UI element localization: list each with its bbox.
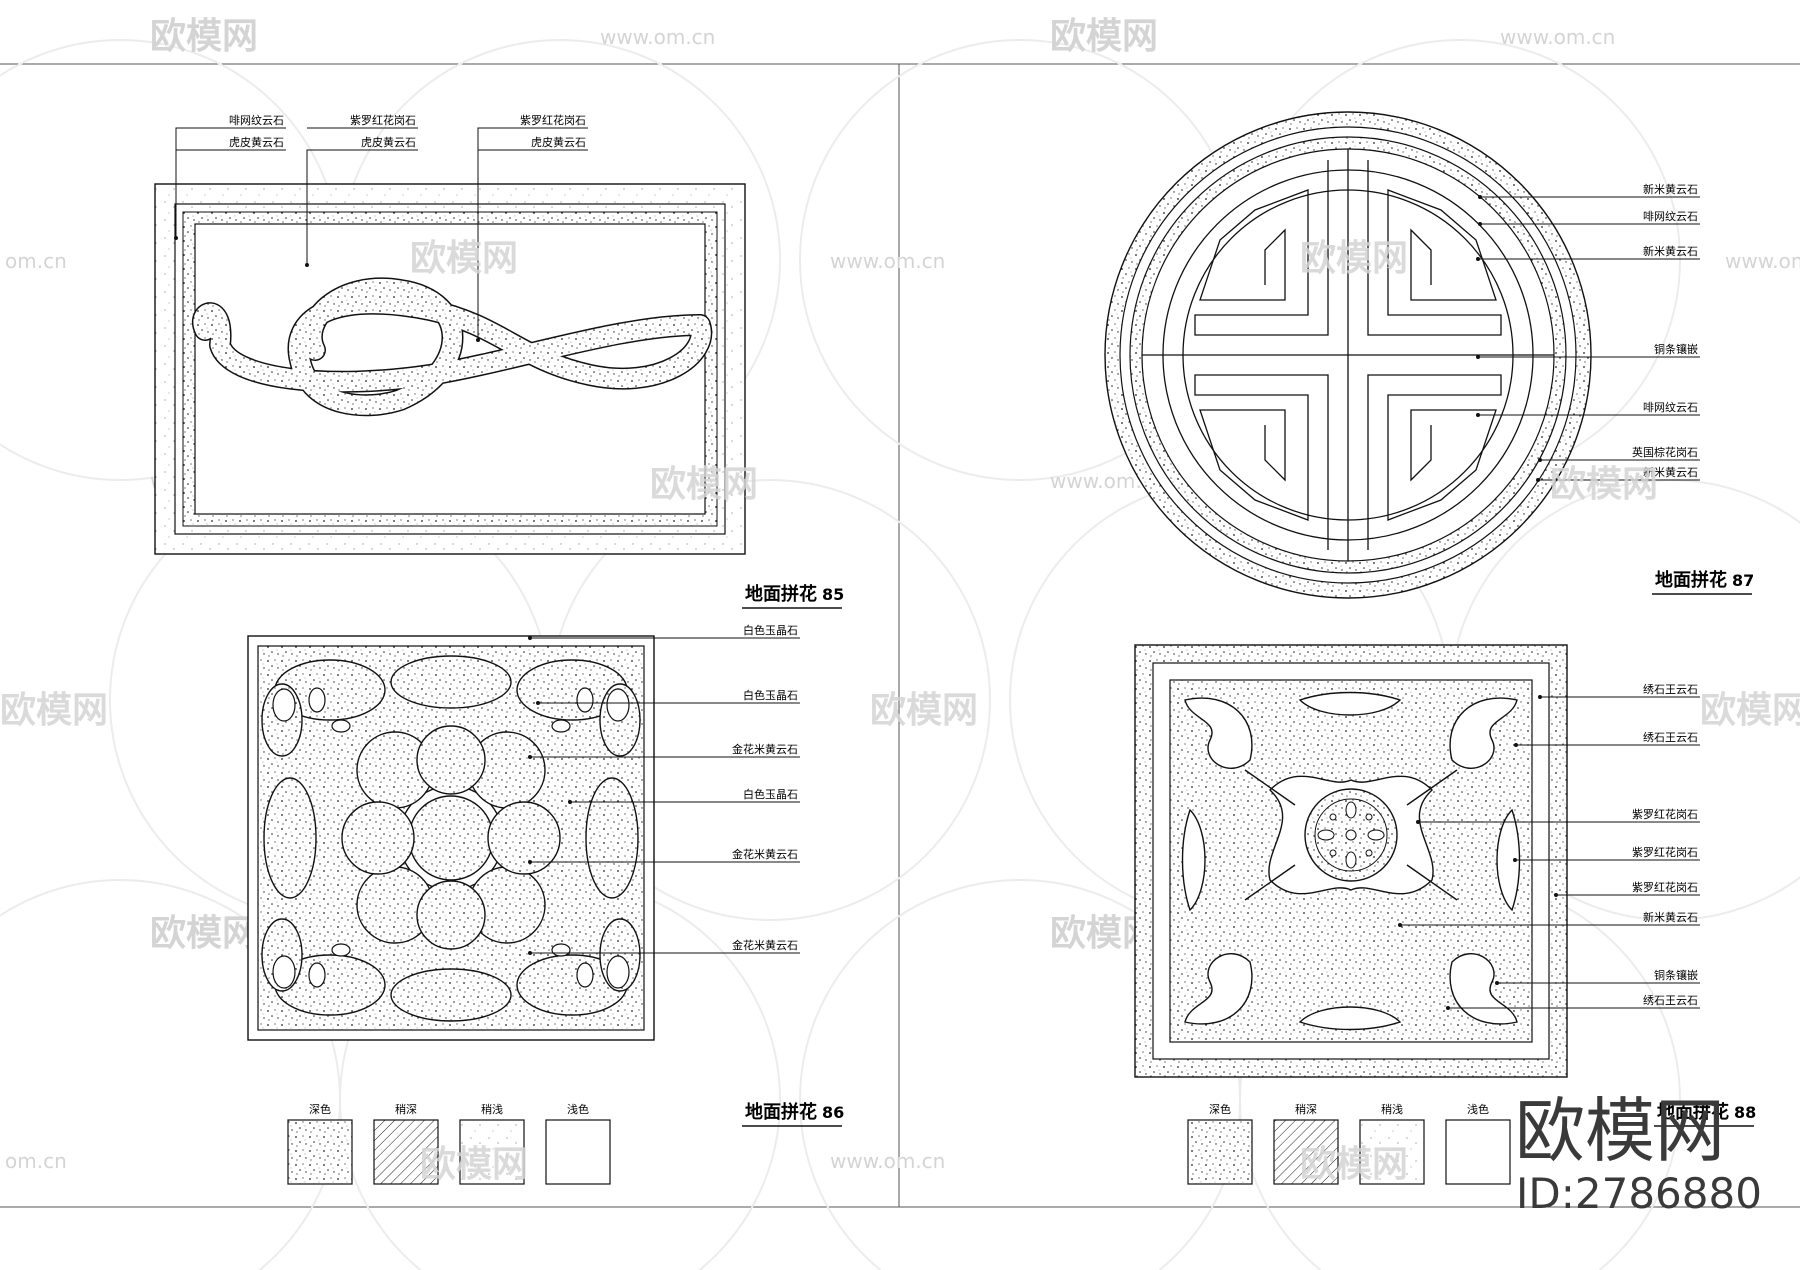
- sheet-frame: [0, 63, 1800, 1208]
- svg-text:www.om.cn: www.om.cn: [830, 249, 945, 273]
- panel-88-number: 88: [1734, 1103, 1756, 1122]
- svg-text:紫罗红花岗石: 紫罗红花岗石: [1632, 808, 1698, 821]
- panel-85-title: 地面拼花: [745, 583, 817, 605]
- panel-87-number: 87: [1732, 571, 1754, 590]
- svg-text:紫罗红花岗石: 紫罗红花岗石: [1632, 846, 1698, 859]
- svg-text:稍浅: 稍浅: [1381, 1102, 1403, 1116]
- svg-text:虎皮黄云石: 虎皮黄云石: [531, 135, 586, 149]
- svg-text:金花米黄云石: 金花米黄云石: [732, 847, 798, 861]
- panel-87-title: 地面拼花: [1655, 569, 1727, 591]
- svg-text:稍深: 稍深: [395, 1102, 417, 1116]
- panel-85: 啡网纹云石 虎皮黄云石 紫罗红花岗石 虎皮黄云石 紫罗红花岗石 虎皮黄云石 地面…: [154, 113, 844, 609]
- svg-text:白色玉晶石: 白色玉晶石: [743, 787, 798, 801]
- svg-text:啡网纹云石: 啡网纹云石: [1643, 209, 1698, 223]
- svg-text:铜条镶嵌: 铜条镶嵌: [1654, 342, 1698, 356]
- svg-text:金花米黄云石: 金花米黄云石: [732, 742, 798, 756]
- svg-text:紫罗红花岗石: 紫罗红花岗石: [520, 114, 586, 127]
- svg-text:欧模网: 欧模网: [410, 238, 518, 279]
- brand-id: ID:2786880: [1516, 1169, 1762, 1218]
- svg-text:www.om.cn: www.om.cn: [1500, 25, 1615, 49]
- svg-text:深色: 深色: [1209, 1102, 1231, 1116]
- svg-text:深色: 深色: [309, 1102, 331, 1116]
- svg-text:虎皮黄云石: 虎皮黄云石: [229, 135, 284, 149]
- panel-85-number: 85: [822, 585, 844, 604]
- svg-text:金花米黄云石: 金花米黄云石: [732, 938, 798, 952]
- svg-text:www.om.cn: www.om.cn: [1725, 249, 1800, 273]
- svg-text:欧模网: 欧模网: [1300, 238, 1408, 279]
- panel-87: 新米黄云石 啡网纹云石 新米黄云石 铜条镶嵌 啡网纹云石 英国棕花岗石 新米黄云…: [1104, 111, 1754, 599]
- svg-text:欧模网: 欧模网: [1700, 690, 1800, 731]
- svg-text:欧模网: 欧模网: [1550, 464, 1658, 505]
- brand-mark: 欧模网 ID:2786880: [1515, 1090, 1762, 1218]
- svg-text:欧模网: 欧模网: [150, 913, 258, 954]
- svg-text:白色玉晶石: 白色玉晶石: [743, 623, 798, 637]
- svg-text:绣石王云石: 绣石王云石: [1643, 994, 1698, 1007]
- svg-text:白色玉晶石: 白色玉晶石: [743, 688, 798, 702]
- svg-text:www.om.cn: www.om.cn: [600, 25, 715, 49]
- svg-text:新米黄云石: 新米黄云石: [1643, 910, 1698, 924]
- svg-text:www.om.cn: www.om.cn: [830, 1149, 945, 1173]
- legend-right: 深色 稍深 稍浅 浅色: [1187, 1102, 1511, 1185]
- legend-left: 深色 稍深 稍浅 浅色: [287, 1102, 611, 1185]
- svg-text:新米黄云石: 新米黄云石: [1643, 182, 1698, 196]
- svg-text:新米黄云石: 新米黄云石: [1643, 465, 1698, 479]
- brand-logo: 欧模网: [1515, 1090, 1725, 1172]
- svg-text:啡网纹云石: 啡网纹云石: [1643, 400, 1698, 414]
- svg-text:om.cn: om.cn: [5, 249, 67, 273]
- svg-text:欧模网: 欧模网: [0, 690, 108, 731]
- svg-text:铜条镶嵌: 铜条镶嵌: [1654, 968, 1698, 982]
- panel-86: 白色玉晶石 白色玉晶石 金花米黄云石 白色玉晶石 金花米黄云石 金花米黄云石 地…: [247, 623, 844, 1127]
- svg-text:新米黄云石: 新米黄云石: [1643, 244, 1698, 258]
- svg-text:啡网纹云石: 啡网纹云石: [229, 113, 284, 127]
- svg-text:绣石王云石: 绣石王云石: [1643, 731, 1698, 744]
- svg-text:欧模网: 欧模网: [420, 1144, 528, 1185]
- svg-text:稍深: 稍深: [1295, 1102, 1317, 1116]
- panel-88-title: 地面拼花: [1657, 1101, 1729, 1123]
- svg-text:欧模网: 欧模网: [650, 464, 758, 505]
- svg-text:欧模网: 欧模网: [1050, 16, 1158, 57]
- svg-text:欧模网: 欧模网: [870, 690, 978, 731]
- panel-86-title: 地面拼花: [745, 1101, 817, 1123]
- svg-text:虎皮黄云石: 虎皮黄云石: [361, 135, 416, 149]
- panel-88: 绣石王云石 绣石王云石 紫罗红花岗石 紫罗红花岗石 紫罗红花岗石 新米黄云石 铜…: [1134, 644, 1756, 1127]
- svg-text:紫罗红花岗石: 紫罗红花岗石: [1632, 881, 1698, 894]
- svg-text:浅色: 浅色: [1467, 1102, 1489, 1116]
- panel-86-number: 86: [822, 1103, 844, 1122]
- svg-text:紫罗红花岗石: 紫罗红花岗石: [350, 114, 416, 127]
- svg-text:浅色: 浅色: [567, 1102, 589, 1116]
- svg-text:欧模网: 欧模网: [150, 16, 258, 57]
- svg-text:稍浅: 稍浅: [481, 1102, 503, 1116]
- watermarks-overlay: 欧模网 欧模网 欧模网 欧模网 欧模网 欧模网 欧模网 欧模网 欧模网: [0, 238, 1800, 1185]
- svg-text:om.cn: om.cn: [5, 1149, 67, 1173]
- svg-text:英国棕花岗石: 英国棕花岗石: [1632, 445, 1698, 459]
- svg-text:欧模网: 欧模网: [1300, 1144, 1408, 1185]
- svg-text:绣石王云石: 绣石王云石: [1643, 683, 1698, 696]
